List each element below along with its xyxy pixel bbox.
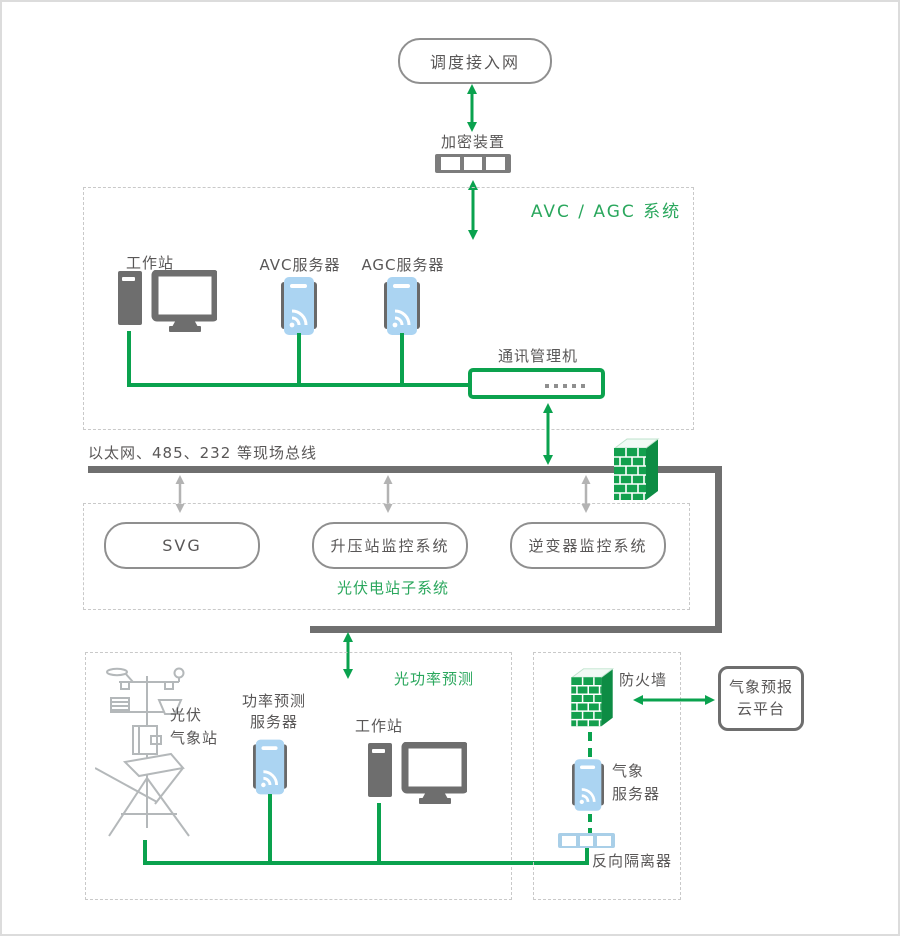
workstation-bottom-icon: [368, 742, 467, 804]
arrow-firewall-cloud: [633, 695, 715, 705]
cloud-platform-label-line2: 云平台: [736, 699, 785, 718]
power-forecast-box: [85, 652, 512, 900]
forecast-server-label-line2: 服务器: [249, 713, 298, 731]
weather-chain-box: [533, 652, 681, 900]
pv-weather-station-icon: [95, 667, 190, 837]
node-dispatch-network: 调度接入网: [398, 38, 552, 84]
fieldbus-line: [88, 466, 722, 473]
lan-line-workstation: [127, 331, 131, 387]
svg-label: SVG: [162, 536, 202, 555]
lan-line-agc-server: [400, 333, 404, 387]
arrow-bus-inverter: [581, 475, 591, 513]
avc-agc-system-label: AVC / AGC 系统: [530, 202, 682, 222]
lan-line-horizontal: [127, 383, 468, 387]
net-line-workstation-bottom: [377, 803, 381, 865]
arrow-dispatch-encryption: [467, 84, 477, 132]
reverse-isolator-label: 反向隔离器: [592, 852, 673, 870]
avc-agc-system-box: [83, 187, 694, 430]
net-line-weather-station: [143, 840, 147, 865]
pv-subsystem-box: [83, 503, 690, 610]
arrow-comm-manager-bus: [543, 403, 553, 465]
weather-server-label-line2: 服务器: [612, 785, 661, 803]
firewall-icon-weather: [570, 668, 615, 727]
fieldbus-label: 以太网、485、232 等现场总线: [88, 444, 318, 462]
node-inverter-scada: 逆变器监控系统: [510, 522, 666, 569]
agc-server-icon: [384, 277, 420, 335]
net-line-isolator-riser: [585, 847, 589, 865]
inverter-scada-label: 逆变器监控系统: [528, 537, 648, 555]
firewall-label: 防火墙: [619, 671, 668, 689]
reverse-isolator-icon: [558, 833, 615, 848]
pv-weather-label-line2: 气象站: [170, 729, 219, 747]
node-svg: SVG: [104, 522, 260, 569]
workstation-icon: [118, 270, 217, 332]
lan-line-avc-server: [297, 333, 301, 387]
dispatch-network-label: 调度接入网: [429, 53, 520, 72]
avc-server-icon: [281, 277, 317, 335]
booster-scada-label: 升压站监控系统: [330, 537, 450, 555]
firewall-icon-bus: [613, 438, 660, 500]
comm-manager-ports: [545, 384, 585, 388]
avc-server-label: AVC服务器: [259, 256, 341, 274]
weather-server-icon: [572, 759, 604, 811]
encryption-device-icon: [435, 154, 511, 173]
forecast-server-label-line1: 功率预测: [241, 692, 306, 710]
forecast-server-icon: [253, 739, 287, 795]
cloud-platform-label-line1: 气象预报: [728, 677, 793, 696]
pv-subsystem-label: 光伏电站子系统: [336, 579, 449, 597]
pv-weather-label-line1: 光伏: [170, 706, 203, 724]
net-line-forecast-server: [268, 794, 272, 865]
power-forecast-label: 光功率预测: [393, 670, 474, 688]
dashed-link-firewall-server: [588, 732, 592, 758]
node-booster-scada: 升压站监控系统: [312, 522, 468, 569]
workstation-top-label: 工作站: [125, 254, 174, 272]
weather-server-label-line1: 气象: [612, 762, 645, 780]
fieldbus-line-bottom: [310, 626, 722, 633]
agc-server-label: AGC服务器: [361, 256, 445, 274]
comm-manager-icon: [468, 368, 605, 399]
encryption-device-label: 加密装置: [440, 133, 505, 151]
node-weather-cloud-platform: 气象预报 云平台: [718, 666, 804, 731]
dashed-link-server-isolator: [588, 814, 592, 834]
comm-manager-label: 通讯管理机: [497, 347, 578, 365]
arrow-bus-forecast: [343, 632, 353, 679]
net-line-bottom-bus: [143, 861, 589, 865]
arrow-bus-svg: [175, 475, 185, 513]
fieldbus-line-vertical: [715, 466, 722, 633]
workstation-bottom-label: 工作站: [354, 717, 403, 735]
arrow-bus-booster: [383, 475, 393, 513]
